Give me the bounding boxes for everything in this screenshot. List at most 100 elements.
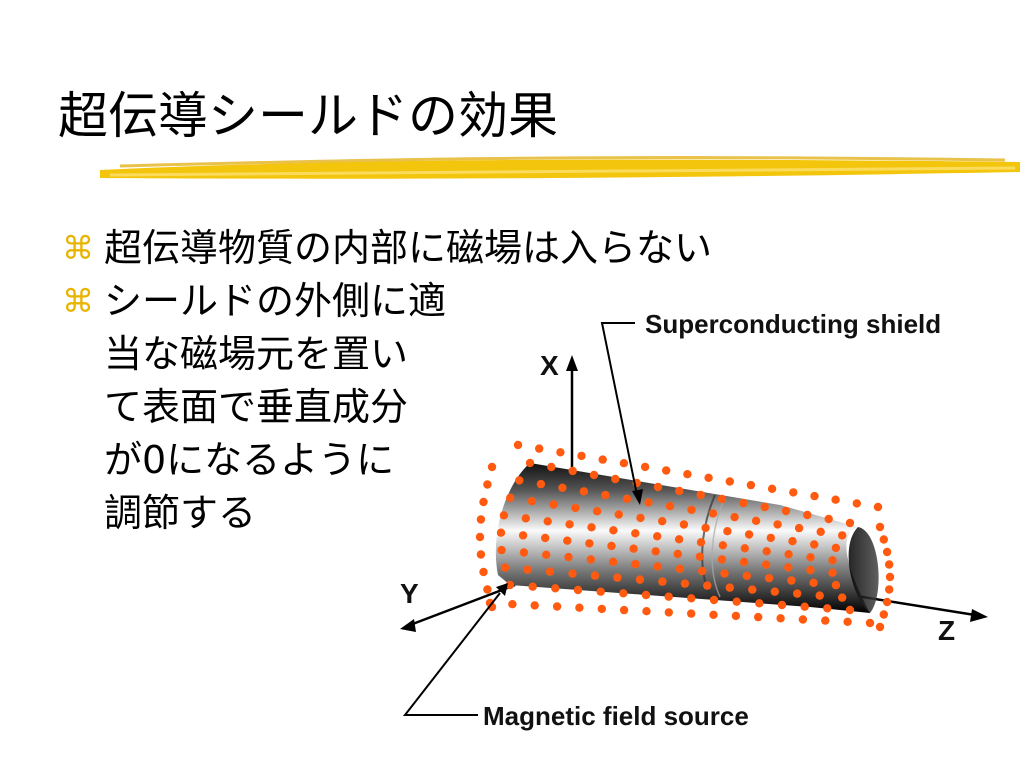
field-source-dot — [523, 565, 532, 574]
bullet-text: 当な磁場元を置い — [104, 332, 409, 376]
shield-label: Superconducting shield — [645, 309, 941, 339]
x-axis-arrow — [566, 355, 578, 371]
field-source-dot — [751, 516, 761, 525]
field-source-dot — [500, 563, 510, 572]
field-source-dot — [573, 585, 583, 595]
field-source-dot — [597, 604, 606, 614]
field-source-dot — [806, 553, 815, 562]
field-source-dot — [662, 466, 671, 475]
field-source-dot — [619, 605, 629, 615]
z-axis-arrow — [970, 609, 988, 622]
field-source-dot — [865, 618, 875, 628]
field-source-dot — [762, 560, 771, 569]
field-source-dot — [746, 480, 756, 490]
source-leader-line — [402, 592, 501, 716]
field-source-dot — [875, 622, 885, 632]
field-source-dot — [882, 547, 892, 557]
field-source-dot — [687, 594, 696, 603]
bullet-item: ⌘ 超伝導物質の内部に磁場は入らない — [62, 222, 842, 275]
field-source-dot — [619, 459, 629, 468]
field-source-dot — [665, 501, 675, 511]
field-source-dot — [552, 602, 562, 611]
field-source-dot — [873, 502, 883, 512]
field-source-dot — [527, 497, 537, 506]
axis-y-label: Y — [400, 578, 419, 609]
field-source-dot — [718, 541, 728, 550]
field-source-dot — [579, 487, 589, 496]
field-source-dot — [563, 536, 572, 545]
field-source-dot — [789, 488, 798, 497]
bullet-text: シールドの外側に適 — [104, 279, 447, 323]
field-source-dot — [675, 564, 685, 573]
field-source-dot — [821, 616, 830, 625]
field-source-dot — [658, 577, 667, 586]
field-source-dot — [675, 486, 684, 496]
field-source-dot — [739, 557, 749, 567]
field-source-dot — [732, 597, 741, 606]
field-source-dot — [828, 556, 837, 565]
field-source-dot — [882, 597, 892, 607]
field-source-dot — [742, 571, 751, 580]
field-source-dot — [658, 517, 667, 526]
bullet-item: ⌘ シールドの外側に適 当な磁場元を置い て表面で垂直成分 が0になるように 調… — [62, 275, 842, 540]
field-source-dot — [519, 548, 529, 557]
field-source-dot — [740, 544, 749, 553]
field-source-dot — [598, 455, 607, 464]
field-source-dot — [723, 527, 732, 536]
field-source-dot — [543, 517, 552, 526]
field-source-dot — [777, 600, 787, 610]
field-source-dot — [879, 535, 888, 544]
field-source-dot — [549, 500, 558, 509]
field-source-dot — [760, 502, 769, 512]
field-source-dot — [709, 610, 718, 619]
field-source-dot — [809, 578, 818, 587]
field-source-dot — [717, 494, 727, 504]
field-source-dot — [596, 587, 605, 596]
command-icon: ⌘ — [62, 282, 94, 320]
field-source-dot — [845, 518, 855, 528]
field-source-dot — [641, 590, 651, 600]
field-source-dot — [653, 482, 663, 492]
field-source-dot — [683, 470, 692, 479]
bullet-list: ⌘ 超伝導物質の内部に磁場は入らない ⌘ シールドの外側に適 当な磁場元を置い … — [62, 222, 842, 540]
field-source-dot — [767, 484, 777, 493]
field-source-dot — [803, 510, 812, 520]
field-source-dot — [838, 593, 847, 602]
magnetic-field-dots — [475, 440, 895, 632]
field-source-dot — [611, 474, 620, 484]
field-source-dot — [696, 538, 706, 547]
field-source-dot — [483, 585, 492, 594]
axes: X Y Z — [400, 350, 988, 646]
field-source-dot — [781, 506, 791, 516]
field-source-dot — [629, 544, 638, 553]
field-source-dot — [622, 494, 632, 503]
field-source-dot — [590, 571, 600, 580]
field-source-dot — [725, 477, 734, 486]
field-source-dot — [497, 545, 506, 555]
field-source-dot — [619, 589, 628, 598]
field-source-dot — [673, 549, 682, 559]
field-source-dot — [831, 495, 840, 504]
field-source-dot — [664, 592, 673, 601]
field-source-dot — [885, 572, 895, 582]
axis-z-label: Z — [938, 615, 955, 646]
field-source-dot — [703, 581, 712, 590]
field-source-dot — [640, 462, 650, 472]
field-source-dot — [518, 531, 528, 540]
title-underline — [100, 156, 1020, 179]
field-source-dot — [635, 575, 645, 584]
field-source-dot — [725, 583, 734, 592]
field-source-dot — [545, 567, 555, 576]
field-source-dot — [764, 573, 774, 583]
field-source-dot — [879, 610, 888, 619]
field-source-dot — [755, 599, 764, 608]
field-source-dot — [536, 479, 546, 489]
field-source-dot — [828, 568, 837, 577]
field-source-dot — [568, 466, 577, 476]
shield-diagram: X Y Z Superconducting shield Magnetic fi… — [400, 309, 988, 731]
field-source-dot — [487, 462, 497, 472]
field-source-dot — [506, 493, 515, 503]
slide-title: 超伝導シールドの効果 — [58, 87, 558, 145]
y-axis-arrow — [400, 619, 416, 632]
field-source-dot — [695, 552, 705, 561]
